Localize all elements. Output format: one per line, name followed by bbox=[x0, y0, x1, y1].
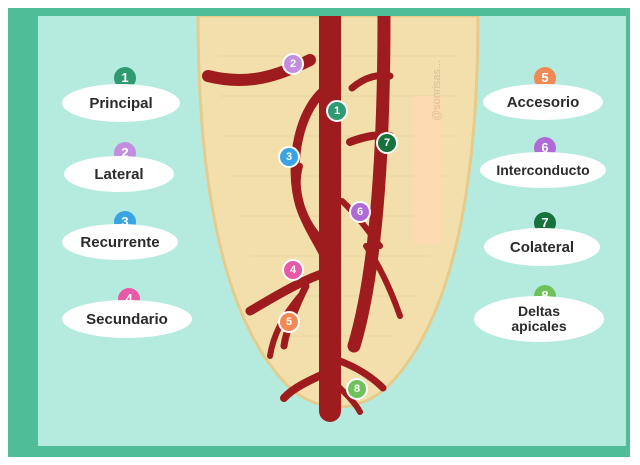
marker-2: 2 bbox=[282, 53, 304, 75]
label-secundario: Secundario bbox=[62, 300, 192, 338]
marker-3: 3 bbox=[278, 146, 300, 168]
label-deltas-apicales: Deltas apicales bbox=[474, 296, 604, 342]
outer-frame: @sonrisas... 2 1 7 3 6 4 5 8 1 Principal… bbox=[8, 8, 630, 457]
marker-1: 1 bbox=[326, 100, 348, 122]
label-principal: Principal bbox=[62, 84, 180, 122]
marker-5: 5 bbox=[278, 311, 300, 333]
marker-4: 4 bbox=[282, 259, 304, 281]
label-accesorio: Accesorio bbox=[483, 84, 603, 120]
marker-6: 6 bbox=[349, 201, 371, 223]
watermark-text: @sonrisas... bbox=[431, 60, 443, 121]
label-lateral: Lateral bbox=[64, 156, 174, 192]
diagram-background: @sonrisas... 2 1 7 3 6 4 5 8 1 Principal… bbox=[38, 16, 626, 446]
label-colateral: Colateral bbox=[484, 228, 600, 266]
label-interconducto: Interconducto bbox=[480, 152, 606, 188]
marker-7: 7 bbox=[376, 132, 398, 154]
label-recurrente: Recurrente bbox=[62, 224, 178, 260]
marker-8: 8 bbox=[346, 378, 368, 400]
